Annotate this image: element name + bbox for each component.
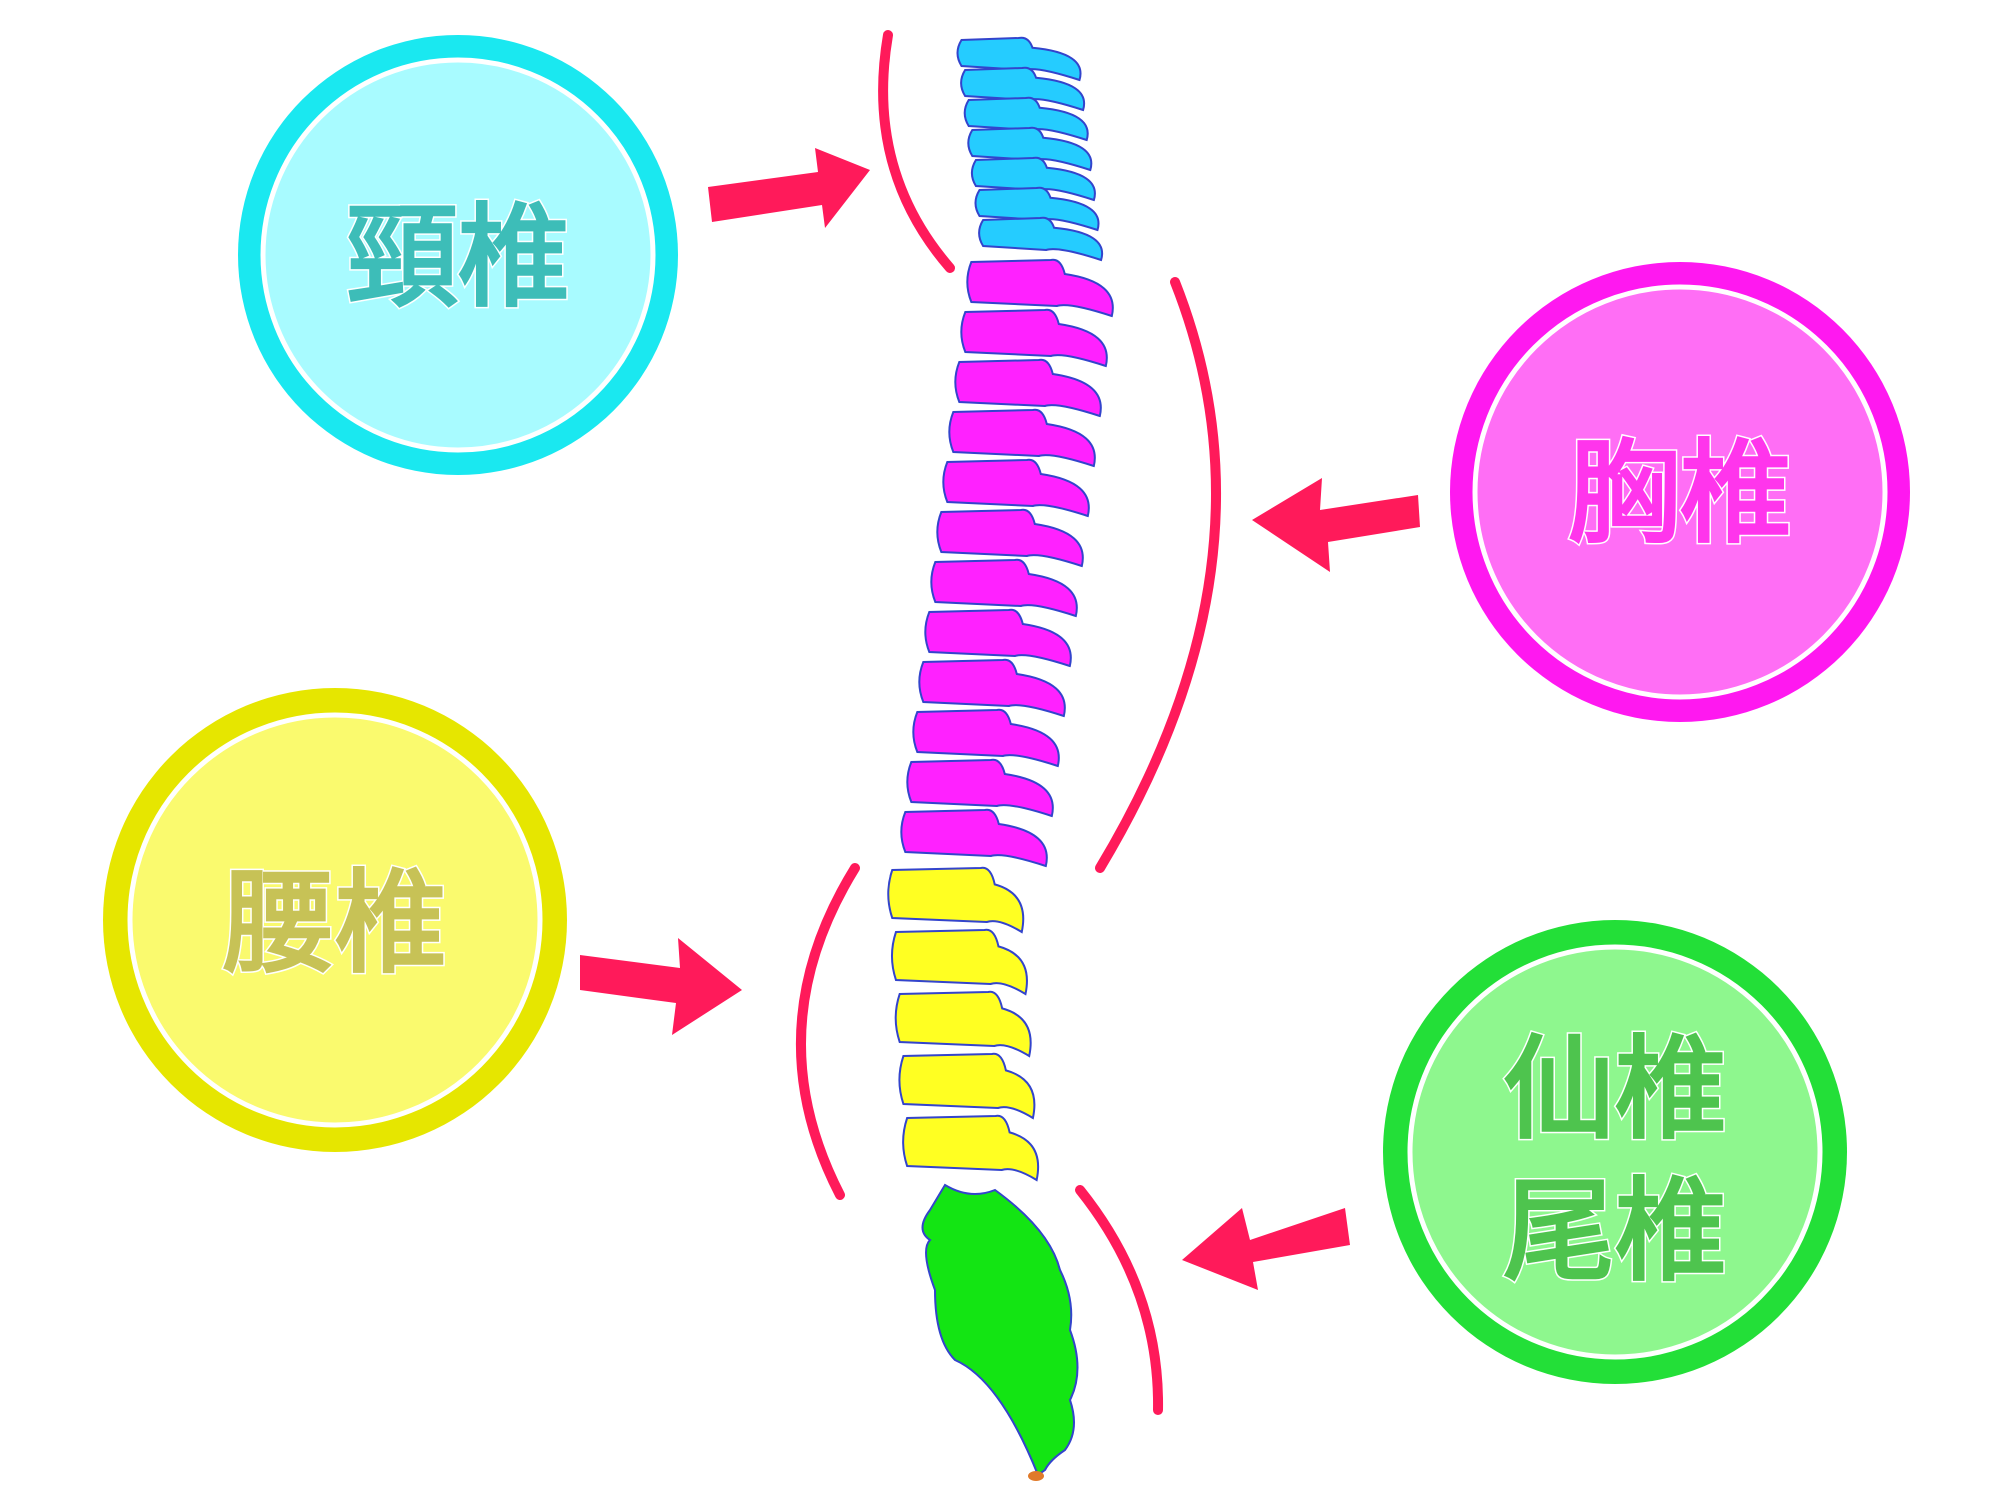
cervical-curve-bracket — [878, 30, 955, 273]
thoracic-vertebra — [966, 258, 1114, 318]
coccyx-label: 尾椎 — [1503, 1167, 1727, 1297]
cervical-vertebra — [960, 66, 1086, 112]
cervical-circle: 頸椎 — [238, 35, 678, 475]
thoracic-vertebra — [918, 658, 1066, 718]
sacral-circle: 仙椎 尾椎 — [1383, 920, 1847, 1384]
cervical-vertebra — [974, 186, 1100, 232]
spine-column — [887, 36, 1114, 1481]
thoracic-vertebra — [924, 608, 1072, 668]
lumbar-vertebra — [894, 990, 1032, 1058]
lumbar-arrow — [580, 938, 742, 1035]
thoracic-label: 胸椎 — [1568, 429, 1792, 559]
sacrum-label: 仙椎 — [1503, 1025, 1727, 1155]
cervical-vertebra — [970, 156, 1096, 202]
thoracic-arrow — [1252, 478, 1420, 572]
thoracic-vertebra — [930, 558, 1078, 618]
sacrum-bone — [921, 1183, 1079, 1477]
thoracic-vertebra — [906, 758, 1054, 818]
lumbar-curve-bracket — [795, 863, 860, 1200]
lumbar-vertebra — [887, 866, 1025, 934]
coccyx-tip — [1028, 1471, 1044, 1481]
thoracic-circle: 胸椎 — [1450, 262, 1910, 722]
thoracic-vertebra — [912, 708, 1060, 768]
thoracic-vertebra — [948, 408, 1096, 468]
thoracic-vertebra — [900, 808, 1048, 868]
thoracic-vertebra — [954, 358, 1102, 418]
thoracic-vertebra — [960, 308, 1108, 368]
thoracic-vertebra — [936, 508, 1084, 568]
cervical-vertebra — [956, 36, 1082, 82]
sacral-arrow — [1182, 1208, 1350, 1290]
cervical-vertebra — [978, 216, 1104, 262]
thoracic-vertebra — [942, 458, 1090, 518]
lumbar-circle: 腰椎 — [103, 688, 567, 1152]
lumbar-vertebra — [890, 928, 1028, 996]
cervical-vertebra — [963, 96, 1089, 142]
sacral-curve-bracket — [1075, 1185, 1164, 1415]
cervical-arrow — [708, 148, 870, 228]
lumbar-vertebra — [902, 1114, 1040, 1182]
cervical-vertebra — [967, 126, 1093, 172]
lumbar-label: 腰椎 — [222, 859, 447, 989]
cervical-label: 頸椎 — [346, 193, 570, 323]
thoracic-curve-bracket — [1095, 277, 1221, 873]
lumbar-vertebra — [898, 1052, 1036, 1120]
